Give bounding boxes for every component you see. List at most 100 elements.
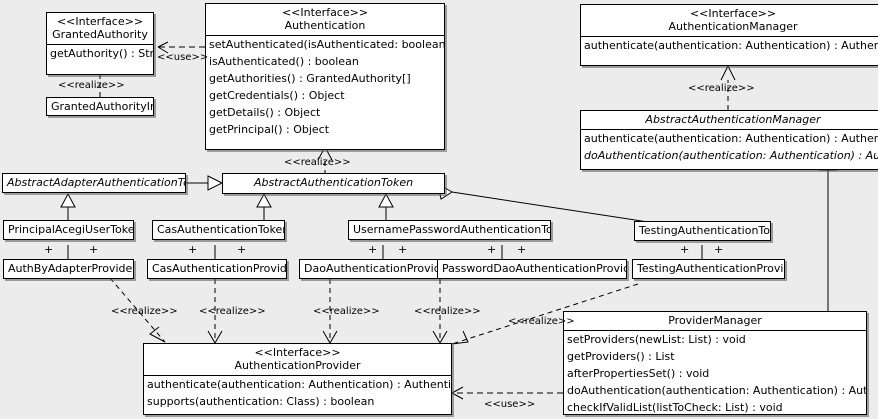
assoc-plus-marker: + — [188, 243, 198, 256]
edge-label-realize-grantedauthorityimpl: <<realize>> — [58, 80, 125, 91]
class-header: <<Interface>> AuthenticationManager — [581, 5, 878, 36]
edge-generalization-usernamepasswordauthenticationtoken — [378, 192, 394, 220]
class-stereotype: <<Interface>> — [281, 6, 369, 19]
divider — [581, 129, 878, 130]
class-password-dao-authentication-provider[interactable]: PasswordDaoAuthenticationProvider — [437, 259, 627, 279]
assoc-plus-marker: + — [680, 243, 690, 256]
divider — [47, 44, 153, 45]
class-name: TestingAuthenticationProvider — [637, 262, 784, 275]
assoc-plus-marker: + — [237, 243, 247, 256]
class-name: AuthenticationProvider — [234, 359, 361, 372]
class-abstract-adapter-authentication-token[interactable]: AbstractAdapterAuthenticationToken — [2, 173, 186, 193]
class-abstract-authentication-manager[interactable]: AbstractAuthenticationManager authentica… — [580, 110, 878, 170]
class-authentication[interactable]: <<Interface>> Authentication setAuthenti… — [205, 3, 445, 150]
class-methods: getAuthority() : String — [47, 45, 153, 62]
method-row: getAuthorities() : GrantedAuthority[] — [209, 72, 411, 85]
class-stereotype: <<Interface>> — [254, 346, 341, 359]
method-row: getAuthority() : String — [50, 47, 154, 60]
class-methods: setAuthenticated(isAuthenticated: boolea… — [206, 36, 444, 138]
edge-generalization-casauthenticationtoken — [256, 192, 272, 220]
divider — [564, 330, 866, 331]
assoc-plus-marker: + — [368, 243, 378, 256]
method-row: getDetails() : Object — [209, 106, 321, 119]
edge-generalization-principalacegiusertoken — [60, 192, 76, 220]
class-name: DaoAuthenticationProvider — [304, 262, 438, 275]
method-row: supports(authentication: Class) : boolea… — [147, 395, 375, 408]
class-authentication-manager[interactable]: <<Interface>> AuthenticationManager auth… — [580, 4, 878, 66]
method-row: isAuthenticated() : boolean — [209, 55, 359, 68]
class-header: AuthByAdapterProvider — [4, 260, 133, 277]
method-row: authenticate(authentication: Authenticat… — [584, 132, 878, 145]
edge-label-realize-casauthenticationprovider: <<realize>> — [199, 306, 266, 317]
class-name: PasswordDaoAuthenticationProvider — [442, 262, 627, 275]
class-name: PrincipalAcegiUserToken — [8, 223, 134, 236]
assoc-plus-marker: + — [89, 243, 99, 256]
class-authentication-provider[interactable]: <<Interface>> AuthenticationProvider aut… — [143, 343, 452, 415]
class-granted-authority[interactable]: <<Interface>> GrantedAuthority getAuthor… — [46, 12, 154, 75]
class-methods: authenticate(authentication: Authenticat… — [581, 37, 878, 54]
class-name: AbstractAuthenticationManager — [645, 113, 821, 126]
assoc-plus-marker: + — [44, 243, 54, 256]
edge-use-providermanager — [451, 386, 563, 400]
class-cas-authentication-provider[interactable]: CasAuthenticationProvider — [147, 259, 287, 279]
method-row: authenticate(authentication: Authenticat… — [147, 378, 452, 391]
divider — [581, 36, 878, 37]
class-name: ProviderManager — [668, 314, 762, 327]
method-row: doAuthentication(authentication: Authent… — [584, 149, 878, 162]
class-header: <<Interface>> GrantedAuthority — [47, 13, 153, 44]
method-row: setProviders(newList: List) : void — [567, 333, 746, 346]
class-header: PasswordDaoAuthenticationProvider — [438, 260, 626, 277]
method-row: doAuthentication(authentication: Authent… — [567, 384, 867, 397]
class-name: CasAuthenticationToken — [157, 223, 285, 236]
divider — [144, 375, 451, 376]
class-header: AbstractAuthenticationManager — [581, 111, 878, 129]
class-header: <<Interface>> AuthenticationProvider — [144, 344, 451, 375]
method-row: getCredentials() : Object — [209, 89, 345, 102]
class-header: AbstractAuthenticationToken — [223, 174, 444, 191]
class-provider-manager[interactable]: ProviderManager setProviders(newList: Li… — [563, 311, 867, 415]
class-testing-authentication-provider[interactable]: TestingAuthenticationProvider — [632, 259, 785, 279]
edge-label-realize-abstractauthenticationtoken: <<realize>> — [284, 157, 351, 168]
class-dao-authentication-provider[interactable]: DaoAuthenticationProvider — [299, 259, 438, 279]
class-header: TestingAuthenticationProvider — [633, 260, 784, 277]
class-name: AuthByAdapterProvider — [8, 262, 134, 275]
class-stereotype: <<Interface>> — [689, 7, 777, 20]
class-methods: setProviders(newList: List) : void getPr… — [564, 331, 867, 414]
class-cas-authentication-token[interactable]: CasAuthenticationToken — [152, 220, 285, 240]
assoc-plus-marker: + — [714, 243, 724, 256]
class-abstract-authentication-token[interactable]: AbstractAuthenticationToken — [222, 173, 445, 194]
edge-generalization-abstractadapterauthenticationtoken — [185, 175, 224, 191]
method-row: getProviders() : List — [567, 350, 675, 363]
edge-label-realize-abstractauthenticationmanager: <<realize>> — [688, 83, 755, 94]
assoc-plus-marker: + — [517, 243, 527, 256]
class-methods: authenticate(authentication: Authenticat… — [581, 130, 878, 164]
assoc-plus-marker: + — [398, 243, 408, 256]
method-row: authenticate(authentication: Authenticat… — [584, 39, 878, 52]
class-granted-authority-impl[interactable]: GrantedAuthorityImpl — [46, 97, 154, 116]
class-name: TestingAuthenticationToken — [639, 224, 771, 237]
class-username-password-authentication-token[interactable]: UsernamePasswordAuthenticationToken — [348, 220, 551, 240]
class-header: PrincipalAcegiUserToken — [4, 221, 133, 238]
class-auth-by-adapter-provider[interactable]: AuthByAdapterProvider — [3, 259, 134, 279]
class-header: UsernamePasswordAuthenticationToken — [349, 221, 550, 238]
class-testing-authentication-token[interactable]: TestingAuthenticationToken — [634, 221, 771, 241]
edge-label-use-authentication-grantedauthority: <<use>> — [157, 52, 209, 63]
method-row: afterPropertiesSet() : void — [567, 367, 710, 380]
class-name: GrantedAuthority — [52, 28, 148, 41]
method-row: setAuthenticated(isAuthenticated: boolea… — [209, 38, 445, 51]
class-header: AbstractAdapterAuthenticationToken — [3, 174, 185, 191]
class-name: UsernamePasswordAuthenticationToken — [353, 223, 551, 236]
method-row: getPrincipal() : Object — [209, 123, 330, 136]
method-row: checkIfValidList(listToCheck: List) : vo… — [567, 401, 783, 414]
class-header: DaoAuthenticationProvider — [300, 260, 437, 277]
class-header: GrantedAuthorityImpl — [47, 98, 153, 115]
class-header: TestingAuthenticationToken — [635, 222, 770, 239]
class-header: CasAuthenticationToken — [153, 221, 284, 238]
edge-label-realize-daoauthenticationprovider: <<realize>> — [313, 306, 380, 317]
class-principal-acegi-user-token[interactable]: PrincipalAcegiUserToken — [3, 220, 134, 240]
class-name: Authentication — [284, 19, 366, 32]
class-header: ProviderManager — [564, 312, 866, 330]
edge-label-use-providermanager: <<use>> — [484, 399, 536, 410]
class-header: CasAuthenticationProvider — [148, 260, 286, 277]
